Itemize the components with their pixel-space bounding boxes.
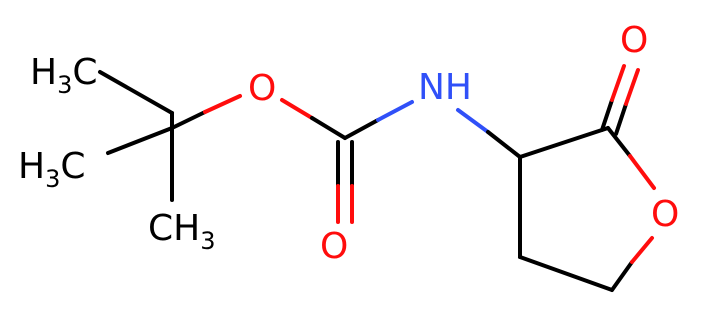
bond-n-ring-blue [456,108,490,134]
bond-o-carbonyl-black [310,116,347,140]
bond-methyl-top [98,70,174,115]
bond-ring-c4-c5 [518,255,614,292]
atom-labels: H3C H3C CH3 O O NH O O [18,20,679,267]
bond-ring-c5-o-black [610,260,634,292]
ring-oxygen-label: O [651,194,679,235]
bond-lactone-co-a-red [610,64,626,102]
methyl-mid-label: H3C [18,146,86,193]
bond-lactone-co-a-black [600,98,614,132]
bond-lactone-co-b-red [624,68,640,106]
bond-n-ring-black [486,130,522,159]
bond-ring-c2-o-red [628,154,656,190]
bond-c-n-blue [376,100,414,122]
bond-ring-c3-c2 [518,126,610,159]
bond-methyl-mid [106,126,174,155]
bonds [98,64,656,292]
bond-ring-c2-o-black [606,126,632,158]
lactone-carbonyl-oxygen-label: O [620,20,648,61]
bond-ring-c5-o-red [630,236,654,264]
bond-lactone-co-b-black [614,102,628,136]
methyl-top-label: H3C [30,52,98,99]
amine-nitrogen-label: NH [418,67,472,108]
carbonyl-oxygen-label: O [320,226,348,267]
bond-c-n-black [343,118,380,140]
bond-c-ester-o-red [203,94,242,114]
ester-oxygen-label: O [248,68,276,109]
bond-o-carbonyl-red [280,98,314,120]
methyl-bottom-label: CH3 [148,208,216,255]
bond-c-ester-o-black [170,110,207,130]
